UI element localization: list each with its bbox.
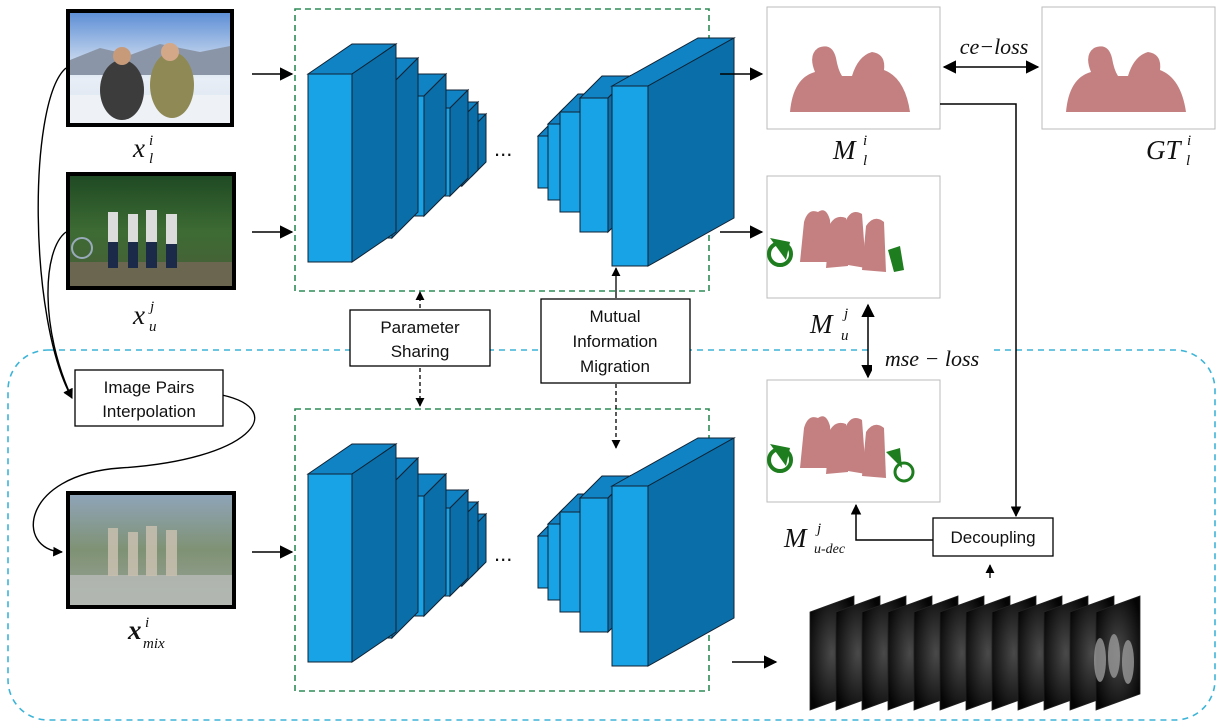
symbol-x-l: x i l bbox=[132, 133, 153, 167]
svg-text:Sharing: Sharing bbox=[391, 342, 450, 361]
svg-text:i: i bbox=[1187, 133, 1191, 149]
svg-text:M: M bbox=[809, 309, 834, 339]
mutual-information-box: Mutual Information Migration bbox=[540, 298, 691, 384]
svg-text:Migration: Migration bbox=[580, 357, 650, 376]
svg-text:x: x bbox=[127, 615, 142, 645]
curve-interp-to-xmix bbox=[32, 394, 256, 557]
mse-loss-label: mse − loss bbox=[885, 346, 979, 371]
svg-text:l: l bbox=[149, 151, 153, 167]
parameter-sharing-box: Parameter Sharing bbox=[349, 309, 491, 367]
bottom-decoder-block-5 bbox=[610, 437, 736, 667]
svg-text:u: u bbox=[841, 328, 849, 344]
svg-text:u-dec: u-dec bbox=[814, 542, 846, 557]
svg-text:M: M bbox=[832, 135, 857, 165]
curve-xu-to-interp bbox=[47, 231, 73, 399]
symbol-m-u-dec: M j u-dec bbox=[783, 521, 846, 557]
mask-unlabeled-prediction bbox=[766, 175, 941, 299]
svg-text:GT: GT bbox=[1146, 135, 1182, 165]
svg-text:Decoupling: Decoupling bbox=[950, 528, 1035, 547]
feature-maps-stack bbox=[809, 595, 1141, 711]
svg-text:u: u bbox=[149, 319, 157, 335]
svg-text:l: l bbox=[1186, 153, 1190, 169]
svg-text:l: l bbox=[863, 153, 867, 169]
decoupling-box: Decoupling bbox=[932, 517, 1054, 557]
svg-text:Information: Information bbox=[572, 332, 657, 351]
svg-text:j: j bbox=[148, 299, 154, 315]
bottom-network-blocks bbox=[306, 437, 736, 667]
svg-text:j: j bbox=[815, 521, 821, 537]
top-encoder-block-1 bbox=[306, 43, 398, 263]
svg-text:Mutual: Mutual bbox=[589, 307, 640, 326]
symbol-m-l: M i l bbox=[832, 133, 867, 169]
svg-text:M: M bbox=[783, 523, 808, 553]
ellipsis-bottom: ... bbox=[494, 541, 512, 566]
feature-map-silhouettes bbox=[1094, 634, 1134, 684]
ml-to-decoupling-line bbox=[940, 103, 1022, 518]
ce-loss-label: ce−loss bbox=[960, 34, 1029, 59]
mask-ground-truth bbox=[1041, 6, 1216, 130]
symbol-x-mix: x i mix bbox=[127, 615, 165, 652]
top-network-blocks bbox=[306, 37, 736, 267]
image-unlabeled bbox=[66, 172, 236, 290]
svg-text:Image Pairs: Image Pairs bbox=[104, 378, 195, 397]
symbol-x-u: x j u bbox=[132, 299, 157, 335]
mask-labeled-prediction bbox=[766, 6, 941, 130]
svg-text:i: i bbox=[863, 133, 867, 149]
svg-text:j: j bbox=[842, 306, 848, 322]
interpolation-box: Image Pairs Interpolation bbox=[74, 369, 224, 427]
symbol-gt-l: GT i l bbox=[1146, 133, 1191, 169]
svg-text:Parameter: Parameter bbox=[380, 318, 460, 337]
top-decoder-block-5 bbox=[610, 37, 736, 267]
bottom-encoder-block-1 bbox=[306, 443, 398, 663]
svg-text:i: i bbox=[145, 615, 149, 631]
svg-text:Interpolation: Interpolation bbox=[102, 402, 196, 421]
mask-decoupled bbox=[766, 379, 941, 503]
symbol-m-u: M j u bbox=[809, 306, 849, 344]
svg-text:mix: mix bbox=[143, 636, 165, 652]
svg-text:x: x bbox=[132, 300, 145, 330]
svg-text:i: i bbox=[149, 133, 153, 149]
ellipsis-top: ... bbox=[494, 136, 512, 161]
svg-text:x: x bbox=[132, 133, 145, 163]
decoupling-to-mask-line bbox=[850, 503, 933, 541]
image-labeled bbox=[66, 9, 234, 127]
image-mixed bbox=[66, 491, 236, 609]
